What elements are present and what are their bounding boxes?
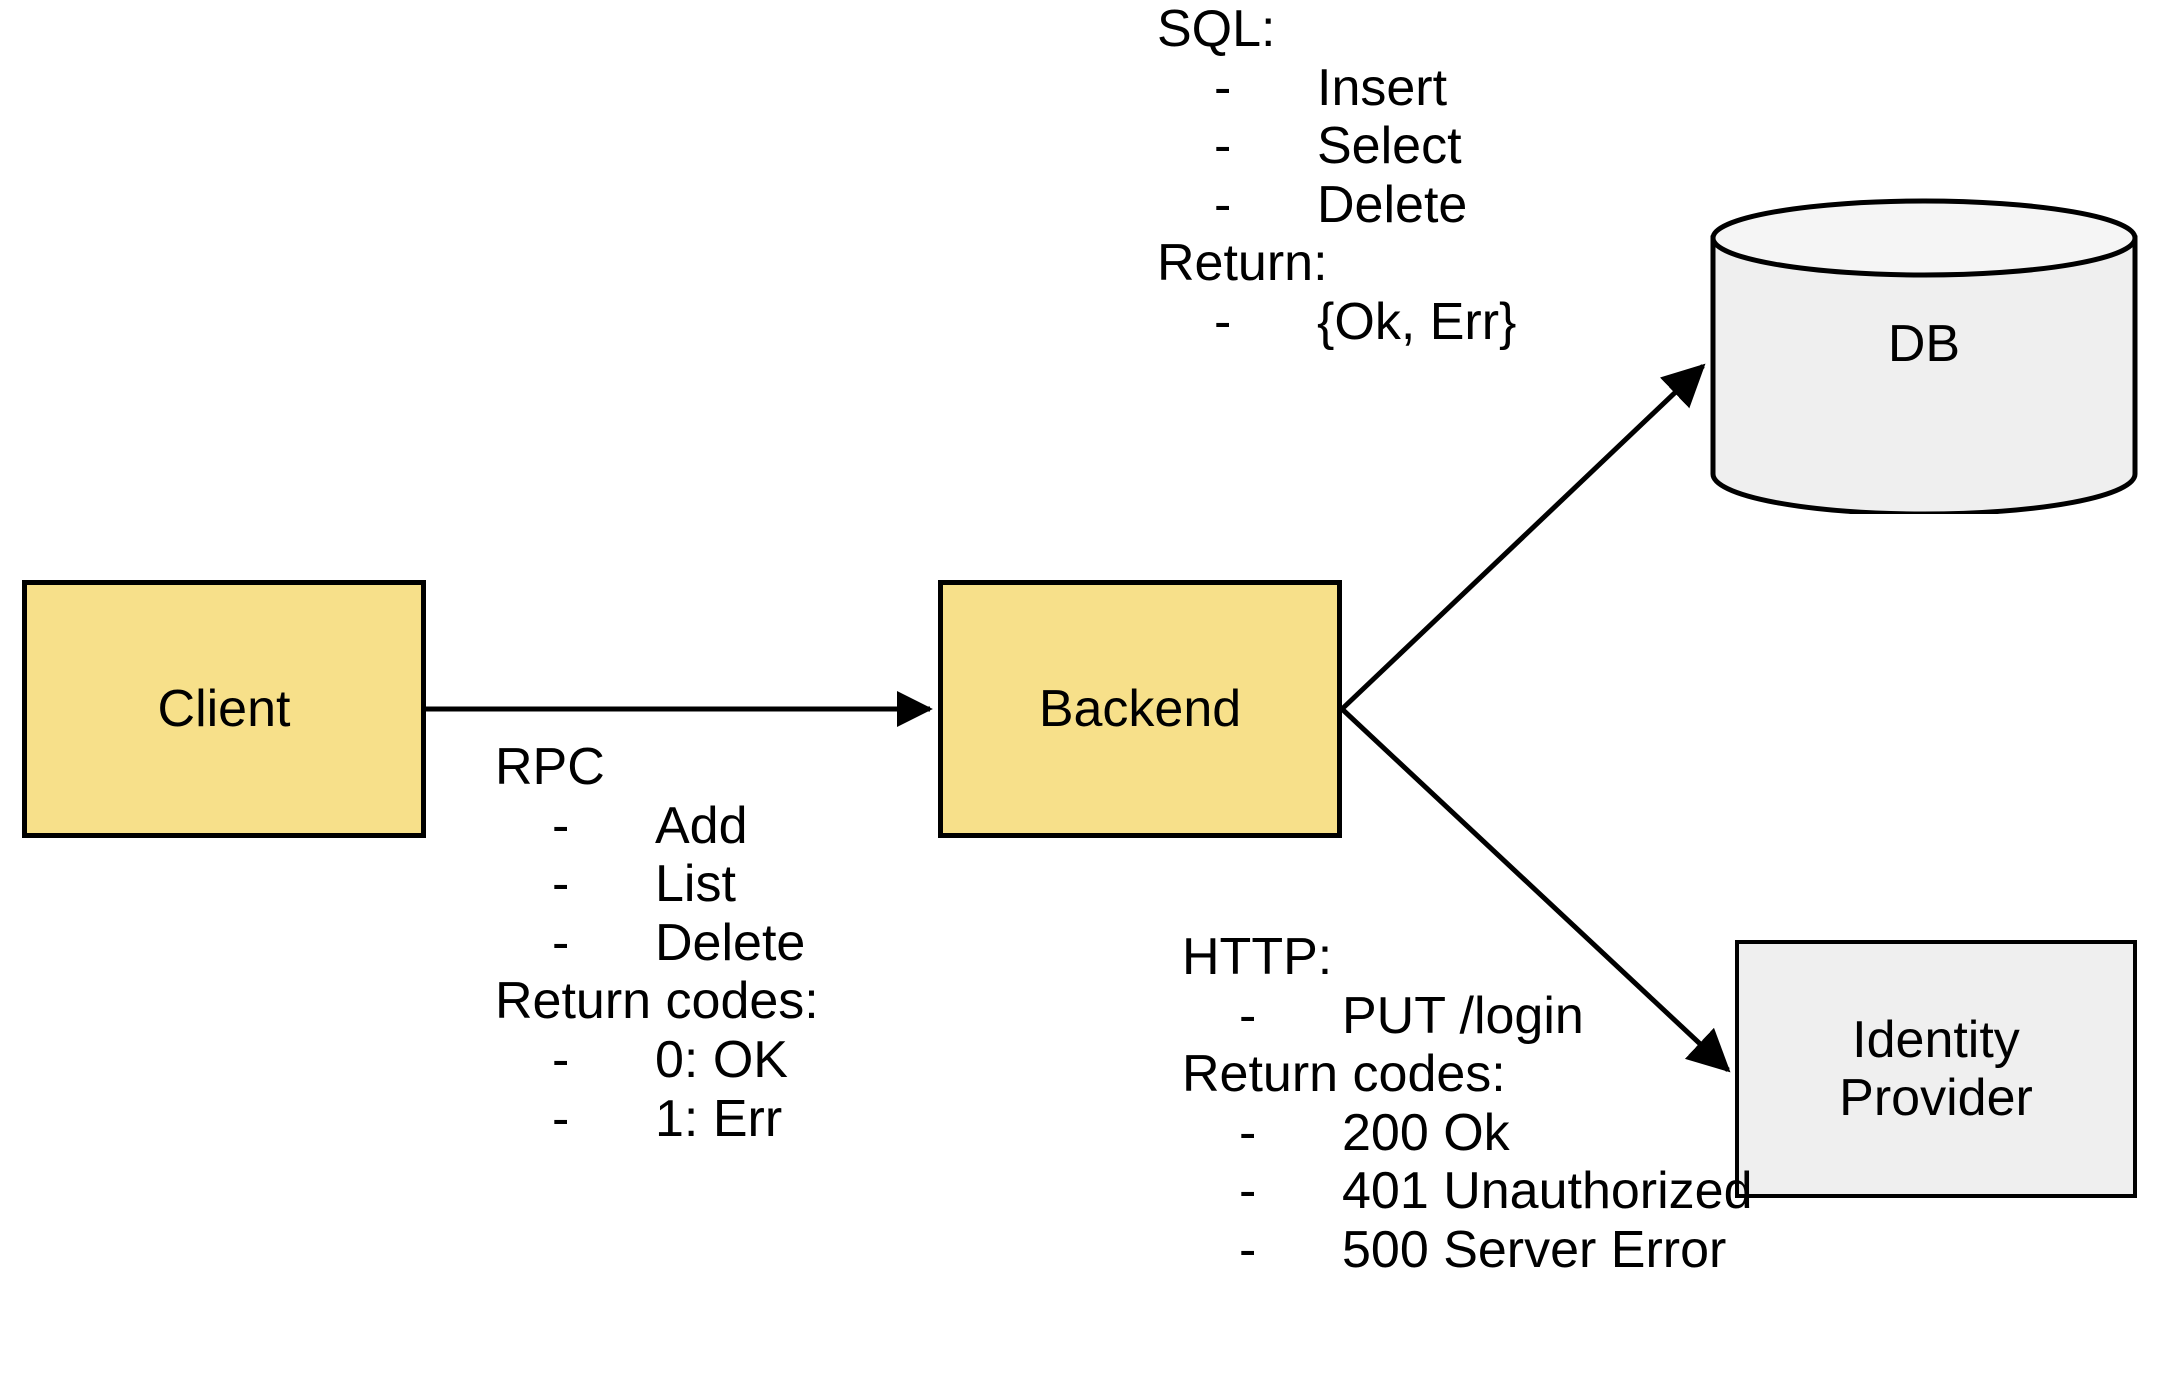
node-identity-provider[interactable]: Identity Provider	[1735, 940, 2137, 1198]
bullet-dash: -	[552, 1089, 570, 1148]
database-cylinder-icon	[1710, 198, 2138, 514]
annotation-http-return-text: 200 Ok	[1342, 1103, 1510, 1162]
annotation-http-returns-heading: Return codes:	[1182, 1045, 1506, 1104]
annotation-sql-item-text: Select	[1317, 117, 1462, 176]
annotation-rpc-heading: RPC	[495, 738, 605, 796]
bullet-dash: -	[1214, 58, 1232, 117]
bullet-dash: -	[1239, 1103, 1257, 1162]
annotation-sql-item: - Select	[1157, 119, 1516, 174]
annotation-rpc-item: - Add	[495, 796, 819, 855]
annotation-http-item: - PUT /login	[1182, 986, 1753, 1045]
node-backend[interactable]: Backend	[938, 580, 1342, 838]
annotation-rpc-return-text: 0: OK	[655, 1030, 788, 1089]
bullet-dash: -	[552, 913, 570, 972]
bullet-dash: -	[1214, 292, 1232, 351]
annotation-rpc-item: - List	[495, 857, 819, 912]
annotation-http-heading: HTTP:	[1182, 928, 1333, 986]
node-client-label: Client	[157, 679, 291, 738]
annotation-rpc-returns-heading: Return codes:	[495, 972, 819, 1031]
node-identity-provider-label-line1: Identity	[1852, 1010, 2020, 1069]
annotation-http-return-text: 401 Unauthorized	[1342, 1162, 1753, 1221]
node-identity-provider-label-line2: Provider	[1839, 1069, 2033, 1127]
annotation-http-return-item: - 500 Server Error	[1182, 1223, 1753, 1278]
bullet-dash: -	[1214, 175, 1232, 234]
node-identity-provider-label: Identity Provider	[1839, 1011, 2033, 1127]
node-client[interactable]: Client	[22, 580, 426, 838]
annotation-rpc-return-item: - 1: Err	[495, 1089, 819, 1148]
bullet-dash: -	[552, 796, 570, 855]
edge-backend-to-db	[1340, 363, 1706, 711]
bullet-dash: -	[1239, 1220, 1257, 1279]
annotation-rpc-item: - Delete	[495, 913, 819, 972]
annotation-sql-item-text: Insert	[1317, 58, 1448, 117]
annotation-rpc: RPC - Add - List - Delete Return codes: …	[495, 740, 819, 1150]
annotation-http-return-item: - 200 Ok	[1182, 1103, 1753, 1162]
annotation-sql-returns-heading: Return:	[1157, 234, 1328, 293]
bullet-dash: -	[1239, 986, 1257, 1045]
bullet-dash: -	[1239, 1162, 1257, 1221]
annotation-sql-return-item: - {Ok, Err}	[1157, 295, 1516, 350]
annotation-rpc-return-item: - 0: OK	[495, 1033, 819, 1088]
annotation-rpc-return-text: 1: Err	[655, 1089, 783, 1148]
annotation-http-item-text: PUT /login	[1342, 986, 1584, 1045]
node-db[interactable]: DB	[1710, 198, 2138, 514]
bullet-dash: -	[1214, 117, 1232, 176]
bullet-dash: -	[552, 1030, 570, 1089]
annotation-rpc-item-text: Add	[655, 796, 748, 855]
annotation-sql-return-text: {Ok, Err}	[1317, 292, 1517, 351]
bullet-dash: -	[552, 855, 570, 914]
annotation-rpc-item-text: List	[655, 855, 736, 914]
annotation-sql-heading: SQL:	[1157, 0, 1276, 58]
annotation-rpc-item-text: Delete	[655, 913, 806, 972]
annotation-http: HTTP: - PUT /login Return codes: - 200 O…	[1182, 930, 1753, 1282]
node-db-label: DB	[1887, 315, 1961, 373]
annotation-sql: SQL: - Insert - Select - Delete Return: …	[1157, 2, 1516, 354]
node-backend-label: Backend	[1038, 679, 1242, 738]
annotation-http-return-text: 500 Server Error	[1342, 1220, 1727, 1279]
annotation-sql-item-text: Delete	[1317, 175, 1468, 234]
annotation-sql-item: - Delete	[1157, 175, 1516, 234]
annotation-http-return-item: - 401 Unauthorized	[1182, 1164, 1753, 1219]
annotation-sql-item: - Insert	[1157, 58, 1516, 117]
